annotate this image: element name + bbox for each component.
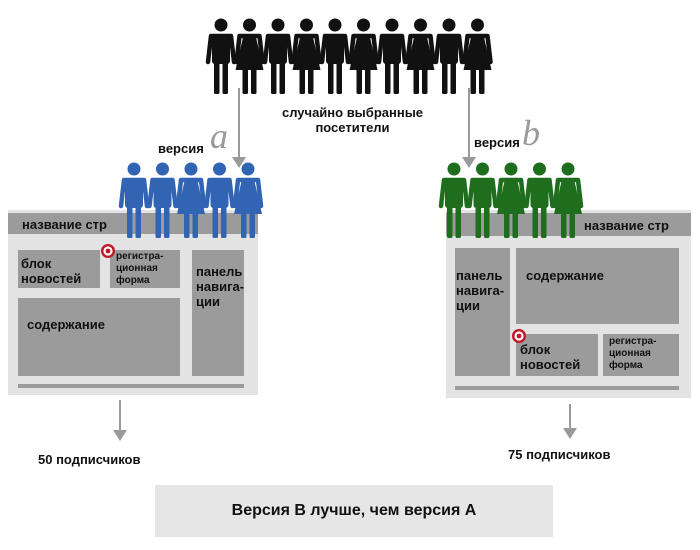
layout-a-title: название стр bbox=[22, 217, 107, 232]
person-icon bbox=[262, 18, 294, 94]
person-icon bbox=[495, 162, 527, 238]
arrow-down-icon bbox=[462, 157, 476, 168]
layout-a-registration-label: регистра- ционная форма bbox=[116, 251, 164, 286]
arrow-down-icon bbox=[113, 430, 127, 441]
group-a-visitors bbox=[118, 162, 264, 238]
layout-a-registration-block bbox=[110, 250, 180, 288]
layout-b-footer bbox=[455, 386, 679, 390]
target-icon bbox=[512, 329, 526, 343]
person-icon bbox=[147, 162, 178, 238]
target-icon bbox=[101, 244, 115, 258]
person-icon bbox=[433, 18, 465, 94]
layout-b-registration-block bbox=[603, 334, 679, 376]
layout-b-nav-block bbox=[455, 248, 510, 376]
result-a: 50 подписчиков bbox=[38, 452, 141, 467]
person-icon bbox=[319, 18, 351, 94]
layout-b-content-label: содержание bbox=[526, 268, 604, 283]
top-visitors-group bbox=[205, 18, 493, 94]
layout-b-news-label: блок новостей bbox=[520, 342, 581, 372]
person-icon bbox=[175, 162, 207, 238]
person-icon bbox=[118, 162, 150, 238]
visitors-caption: случайно выбранные посетители bbox=[281, 105, 424, 135]
person-icon bbox=[205, 18, 237, 94]
group-b-visitors bbox=[438, 162, 584, 238]
person-icon bbox=[552, 162, 584, 238]
arrow-to-result-a bbox=[119, 400, 121, 432]
layout-a-nav-block bbox=[192, 250, 244, 376]
layout-b-nav-label: панель навига- ции bbox=[456, 268, 505, 313]
person-icon bbox=[204, 162, 235, 238]
layout-b-content-block bbox=[516, 248, 679, 324]
arrow-down-icon bbox=[563, 428, 577, 439]
layout-a-nav-label: панель навига- ции bbox=[196, 264, 245, 309]
person-icon bbox=[405, 18, 436, 94]
version-b-letter: b bbox=[522, 113, 540, 153]
person-icon bbox=[234, 18, 265, 94]
arrow-to-group-a bbox=[238, 88, 240, 160]
person-icon bbox=[291, 18, 322, 94]
arrow-to-group-b bbox=[468, 88, 470, 160]
layout-a-content-label: содержание bbox=[27, 317, 105, 332]
person-icon bbox=[348, 18, 379, 94]
arrow-to-result-b bbox=[569, 404, 571, 430]
version-b-label: версия bbox=[474, 135, 520, 150]
person-icon bbox=[376, 18, 408, 94]
version-a-label: версия bbox=[158, 141, 204, 156]
person-icon bbox=[467, 162, 498, 238]
person-icon bbox=[232, 162, 264, 238]
layout-a-footer bbox=[18, 384, 244, 388]
layout-a-news-label: блок новостей bbox=[21, 256, 82, 286]
layout-b-news-block bbox=[516, 334, 598, 376]
version-a-letter: a bbox=[210, 116, 228, 156]
layout-a-news-block bbox=[18, 250, 100, 288]
layout-a-content-block bbox=[18, 298, 180, 376]
person-icon bbox=[524, 162, 555, 238]
arrow-down-icon bbox=[232, 157, 246, 168]
layout-b-registration-label: регистра- ционная форма bbox=[609, 336, 657, 371]
person-icon bbox=[462, 18, 493, 94]
result-b: 75 подписчиков bbox=[508, 447, 611, 462]
conclusion-banner: Версия В лучше, чем версия А bbox=[155, 485, 553, 537]
person-icon bbox=[438, 162, 470, 238]
layout-b-title: название стр bbox=[584, 218, 669, 233]
